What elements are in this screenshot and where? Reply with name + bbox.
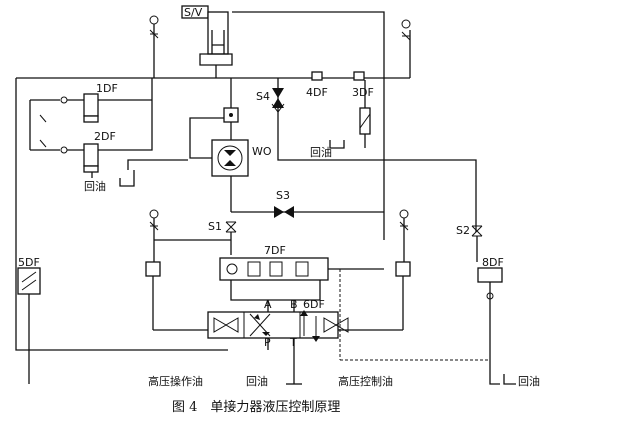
main-valve-parallel bbox=[303, 316, 317, 336]
gauge-valve-3 bbox=[149, 221, 159, 231]
s3-label: S3 bbox=[276, 189, 290, 202]
df12-marks bbox=[39, 114, 47, 148]
gauge-icon-3 bbox=[149, 209, 159, 219]
s3-valve-icon bbox=[274, 206, 294, 218]
gauge-icon-2 bbox=[401, 19, 411, 29]
tank-icon-1 bbox=[119, 170, 135, 187]
df5-valve bbox=[17, 267, 41, 295]
hp-control-oil-label: 高压控制油 bbox=[338, 374, 393, 388]
df4-label: 4DF bbox=[306, 86, 328, 99]
main-valve-dividers bbox=[243, 312, 301, 338]
df5-spring bbox=[21, 271, 37, 291]
servo-top-line bbox=[232, 11, 385, 240]
df7-box bbox=[219, 257, 329, 281]
gauge-valve-2 bbox=[401, 31, 411, 41]
df3-icon bbox=[353, 71, 365, 81]
df4-icon bbox=[311, 71, 323, 81]
s4-label: S4 bbox=[256, 90, 270, 103]
servo-cylinder bbox=[207, 11, 229, 55]
ab-ports bbox=[267, 300, 295, 312]
df1-check bbox=[60, 96, 68, 104]
main-valve-right-actuator bbox=[323, 317, 349, 333]
main-valve-parallel-arrows bbox=[300, 310, 320, 342]
gauge-valve-1 bbox=[149, 29, 159, 39]
df2-check bbox=[60, 146, 68, 154]
right-relief-valve bbox=[395, 261, 411, 277]
df7-bottom bbox=[230, 280, 321, 301]
left-relief-valve bbox=[145, 261, 161, 277]
df1-solenoid bbox=[83, 115, 99, 123]
s2-label: S2 bbox=[456, 224, 470, 237]
df7-check bbox=[226, 263, 238, 275]
servo-piston bbox=[211, 30, 225, 54]
main-valve-body bbox=[207, 311, 339, 339]
df1-valve bbox=[83, 93, 99, 117]
df7-cell-2 bbox=[269, 261, 283, 277]
tank-icon-4 bbox=[503, 374, 516, 385]
gauge-icon-4 bbox=[399, 209, 409, 219]
df2-solenoid bbox=[83, 165, 99, 173]
s4-valve-icon bbox=[272, 88, 284, 108]
df3-spring bbox=[359, 113, 371, 129]
df8-label: 8DF bbox=[482, 256, 504, 269]
s4-line bbox=[277, 78, 477, 232]
df12-connect bbox=[67, 99, 84, 151]
figure-caption: 图 4 单接力器液压控制原理 bbox=[172, 399, 340, 415]
s2-valve-icon bbox=[471, 225, 483, 237]
wo-box bbox=[211, 139, 249, 177]
port-t-label: T bbox=[289, 336, 297, 349]
wo-motor-arrows bbox=[224, 150, 236, 166]
df6-label: 6DF bbox=[303, 298, 325, 311]
df12-left-frame bbox=[29, 99, 60, 151]
pt-ports bbox=[267, 338, 295, 384]
left-main-line bbox=[15, 78, 228, 351]
df3-label: 3DF bbox=[352, 86, 374, 99]
df8-check bbox=[486, 292, 494, 300]
df7-label: 7DF bbox=[264, 244, 286, 257]
df8-down bbox=[489, 282, 500, 385]
df1-label: 1DF bbox=[96, 82, 118, 95]
wo-left-loop bbox=[189, 117, 224, 159]
df7-cell-3 bbox=[295, 261, 309, 277]
servo-rod-housing bbox=[199, 53, 233, 66]
wo-label: WO bbox=[252, 145, 272, 158]
df2-valve bbox=[83, 143, 99, 167]
s1-label: S1 bbox=[208, 220, 222, 233]
df2-label: 2DF bbox=[94, 130, 116, 143]
return-oil-label-4: 回油 bbox=[518, 374, 540, 388]
main-valve-left-actuator bbox=[213, 317, 239, 333]
df5-label: 5DF bbox=[18, 256, 40, 269]
tank-icon-2 bbox=[329, 140, 345, 149]
gauge-icon-1 bbox=[149, 15, 159, 25]
s1-valve-icon bbox=[225, 221, 237, 233]
sv-label: S/V bbox=[184, 6, 203, 19]
df12-right bbox=[98, 78, 153, 151]
return-oil-label-1: 回油 bbox=[84, 179, 106, 193]
hp-operating-oil-label: 高压操作油 bbox=[148, 374, 203, 388]
drain-line-1 bbox=[127, 159, 188, 170]
wo-motor-icon bbox=[217, 145, 243, 171]
return-oil-label-2: 回油 bbox=[310, 145, 332, 159]
df7-cell-1 bbox=[247, 261, 261, 277]
s4-arrow bbox=[271, 103, 285, 113]
return-oil-label-3: 回油 bbox=[246, 374, 268, 388]
df8-valve bbox=[477, 267, 503, 283]
gauge-valve-4 bbox=[399, 221, 409, 231]
wo-valve-dot bbox=[229, 113, 233, 117]
